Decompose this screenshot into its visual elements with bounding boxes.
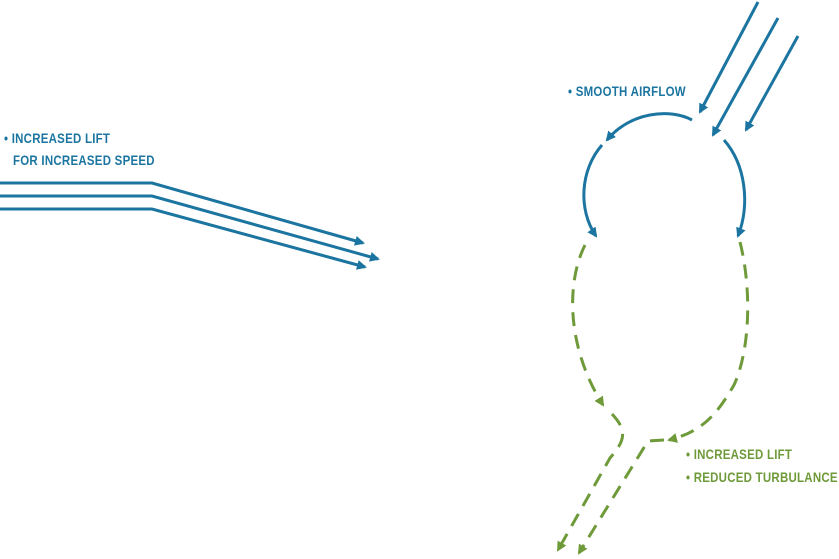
incoming-airflow-line-3 <box>744 35 800 132</box>
left-label-line2: FOR INCREASED SPEED <box>13 152 155 168</box>
left-side-arc <box>582 144 604 238</box>
upper-left-arc <box>605 112 693 142</box>
left-airflow-line-3 <box>0 207 367 270</box>
left-airflow-lines <box>0 181 380 270</box>
right-side-arc <box>722 139 747 238</box>
incoming-airflow-line-2 <box>711 17 780 137</box>
lift-flow-loop <box>556 241 750 555</box>
left-label-line1: • INCREASED LIFT <box>4 130 111 146</box>
reduced-turbulance-label: • REDUCED TURBULANCE <box>686 469 838 485</box>
increased-lift-label: • INCREASED LIFT <box>686 446 793 462</box>
smooth-airflow-label: • SMOOTH AIRFLOW <box>568 83 686 99</box>
left-airflow-line-2 <box>0 194 380 262</box>
incoming-airflow-line-1 <box>698 1 760 114</box>
incoming-airflow-lines <box>698 1 800 137</box>
outflow-dashed-line-1 <box>556 412 625 552</box>
left-dashed-curve <box>571 244 605 407</box>
right-dashed-curve <box>667 241 750 443</box>
smooth-airflow-loop <box>582 112 747 238</box>
outflow-dashed-line-2 <box>577 438 665 555</box>
left-airflow-line-1 <box>0 181 365 246</box>
